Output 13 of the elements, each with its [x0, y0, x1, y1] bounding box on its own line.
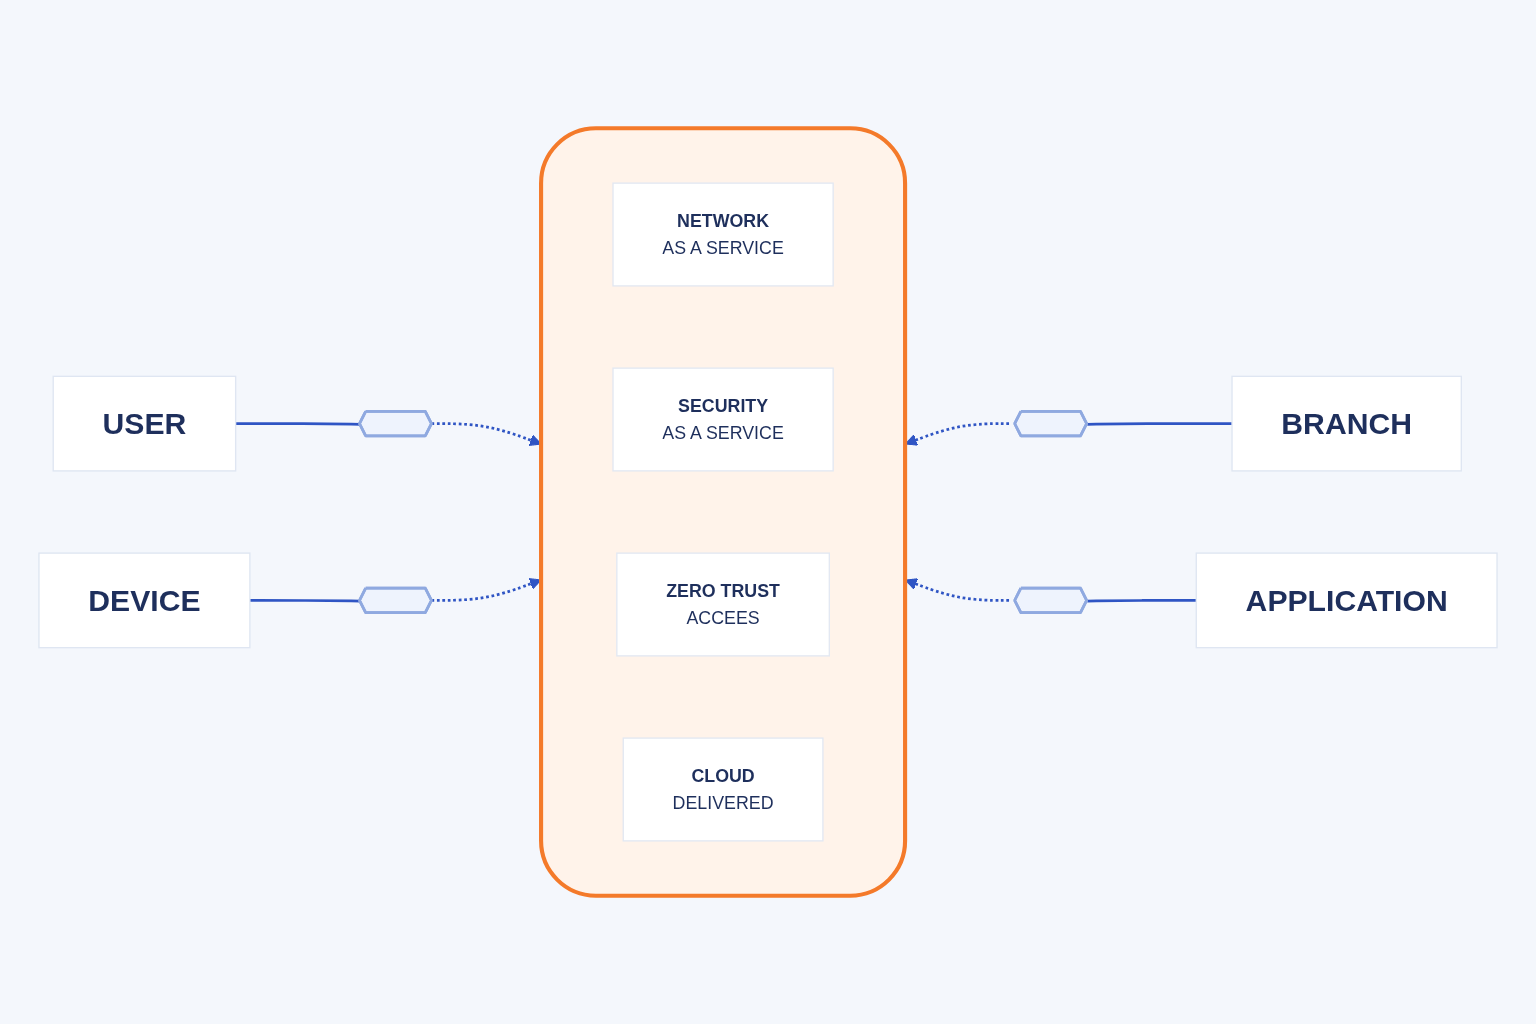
connector [1087, 599, 1197, 603]
connector [249, 599, 361, 603]
node-box: APPLICATION [1195, 552, 1498, 649]
node-box: USER [52, 375, 237, 472]
node-box: SECURITY AS A SERVICE [612, 367, 834, 472]
node-box: BRANCH [1231, 375, 1462, 472]
connector [235, 422, 361, 426]
node-box: CLOUD DELIVERED [622, 737, 824, 842]
connector [1087, 422, 1232, 426]
cluster [539, 126, 908, 898]
node-box: ZERO TRUST ACCEES [616, 552, 830, 657]
node-box: DEVICE [38, 552, 251, 649]
node-box: NETWORK AS A SERVICE [612, 182, 834, 287]
